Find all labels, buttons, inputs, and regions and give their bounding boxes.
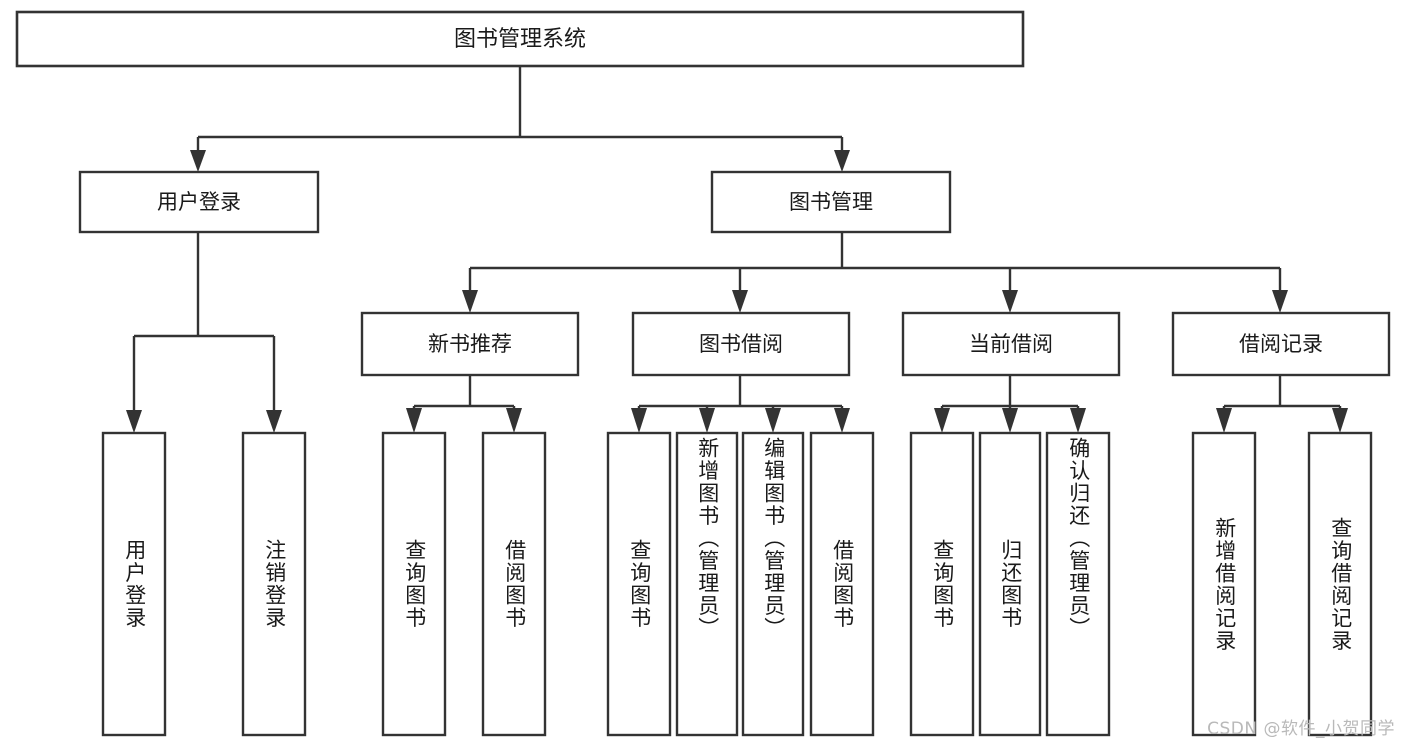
arrowhead-book-manage: [834, 150, 850, 172]
leaf-box-current-confirm-return[interactable]: [1045, 431, 1111, 737]
arrowhead-user-login: [190, 150, 206, 172]
arrowhead-leaf-user-login: [126, 410, 142, 433]
arrowhead-recommend-leaf-1: [406, 408, 422, 433]
node-new-book-recommend-box[interactable]: [360, 311, 580, 377]
arrowhead-book-borrow: [732, 290, 748, 313]
arrowhead-borrow-leaf-3: [765, 408, 781, 433]
node-book-borrow-label: 图书借阅: [699, 332, 783, 356]
leaf-box-borrow-add-book[interactable]: [675, 431, 739, 737]
arrowhead-borrow-record: [1272, 290, 1288, 313]
arrowhead-record-leaf-1: [1216, 408, 1232, 433]
node-current-borrow-label: 当前借阅: [969, 332, 1053, 356]
node-root-system-box[interactable]: [15, 10, 1025, 68]
node-borrow-record-label: 借阅记录: [1239, 332, 1323, 356]
arrowhead-borrow-leaf-4: [834, 408, 850, 433]
leaf-box-borrow-edit-book[interactable]: [741, 431, 805, 737]
node-book-borrow-box[interactable]: [631, 311, 851, 377]
arrowhead-current-leaf-2: [1002, 408, 1018, 433]
node-current-borrow-box[interactable]: [901, 311, 1121, 377]
leaf-box-record-add[interactable]: [1191, 431, 1257, 737]
leaf-box-borrow-borrow-book[interactable]: [809, 431, 875, 737]
node-current-borrow[interactable]: 当前借阅: [901, 311, 1121, 377]
arrowhead-borrow-leaf-2: [699, 408, 715, 433]
node-book-management-box[interactable]: [710, 170, 952, 234]
leaf-box-recommend-query-book[interactable]: [381, 431, 447, 737]
leaf-box-borrow-query-book[interactable]: [606, 431, 672, 737]
arrowhead-record-leaf-2: [1332, 408, 1348, 433]
node-new-book-recommend[interactable]: 新书推荐: [360, 311, 580, 377]
watermark-text: CSDN @软件_小贺同学: [1207, 719, 1395, 739]
leaf-box-recommend-borrow-book[interactable]: [481, 431, 547, 737]
node-root-system[interactable]: 图书管理系统: [15, 10, 1025, 68]
node-root-system-label: 图书管理系统: [454, 27, 586, 52]
arrowhead-current-leaf-3: [1070, 408, 1086, 433]
leaf-box-current-return-book[interactable]: [978, 431, 1042, 737]
arrowhead-borrow-leaf-1: [631, 408, 647, 433]
node-book-management-label: 图书管理: [789, 190, 873, 214]
node-book-management[interactable]: 图书管理: [710, 170, 952, 234]
arrowhead-current-borrow: [1002, 290, 1018, 313]
node-borrow-record[interactable]: 借阅记录: [1171, 311, 1391, 377]
node-book-borrow[interactable]: 图书借阅: [631, 311, 851, 377]
node-user-login[interactable]: 用户登录: [78, 170, 320, 234]
arrowhead-current-leaf-1: [934, 408, 950, 433]
arrowhead-new-book-recommend: [462, 290, 478, 313]
node-user-login-box[interactable]: [78, 170, 320, 234]
leaf-box-logout[interactable]: [241, 431, 307, 737]
leaf-box-current-query-book[interactable]: [909, 431, 975, 737]
arrowhead-leaf-logout: [266, 410, 282, 433]
connector-group: [126, 66, 1348, 433]
leaf-box-record-query[interactable]: [1307, 431, 1373, 737]
node-user-login-label: 用户登录: [157, 190, 241, 214]
node-new-book-recommend-label: 新书推荐: [428, 332, 512, 356]
arrowhead-recommend-leaf-2: [506, 408, 522, 433]
node-borrow-record-box[interactable]: [1171, 311, 1391, 377]
leaf-box-user-login[interactable]: [101, 431, 167, 737]
